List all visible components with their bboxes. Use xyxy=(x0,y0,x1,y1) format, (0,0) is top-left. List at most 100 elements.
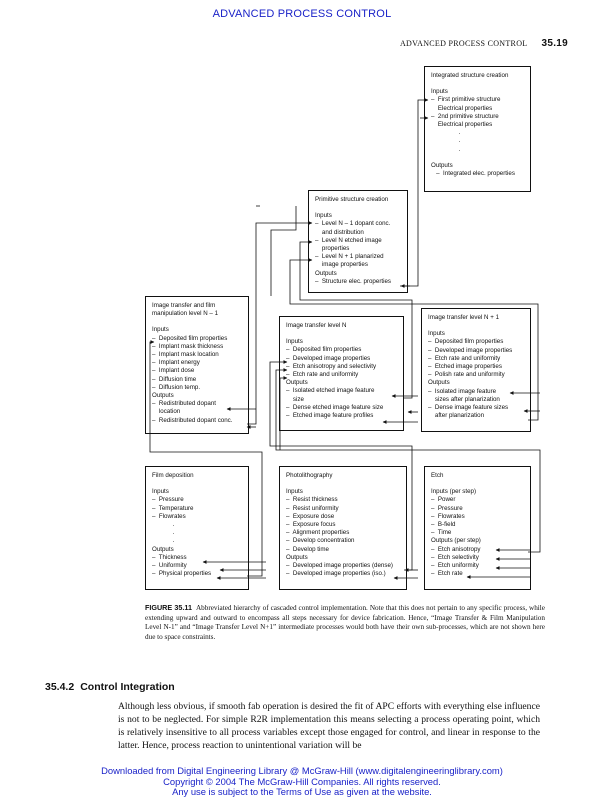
box-line: – Exposure dose xyxy=(286,512,335,520)
box-line: Outputs xyxy=(286,553,308,561)
box-line: Outputs xyxy=(286,379,308,387)
box-line: – Etch rate and uniformity xyxy=(428,354,501,362)
box-line: – Develop concentration xyxy=(286,537,355,545)
box-title: Film deposition xyxy=(152,472,194,479)
box-line: . xyxy=(431,137,461,145)
box-line: – Etched image properties xyxy=(428,363,502,371)
box-line: . xyxy=(152,521,175,529)
box-line: – Implant energy xyxy=(152,359,200,367)
box-image-transfer-film-n-1: Image transfer and film manipulation lev… xyxy=(145,296,249,434)
box-title: Image transfer level N xyxy=(286,322,347,329)
banner-title: ADVANCED PROCESS CONTROL xyxy=(212,8,392,20)
footer-line-copyright: Copyright © 2004 The McGraw-Hill Compani… xyxy=(163,775,441,787)
box-line: – Physical properties xyxy=(152,570,212,578)
box-line: Electrical properties xyxy=(431,104,493,112)
box-line: – Temperature xyxy=(152,504,194,512)
box-line: – Develop time xyxy=(286,545,329,553)
box-title: Photolithography xyxy=(286,472,333,479)
box-line: – Flowrates xyxy=(152,512,186,520)
box-line: Outputs xyxy=(431,161,453,169)
box-line: Inputs xyxy=(152,488,169,496)
box-line: – Etch rate and uniformity xyxy=(286,371,359,379)
box-line: – Diffusion temp. xyxy=(152,383,201,391)
box-line: Outputs xyxy=(428,379,450,387)
box-line: – Polish rate and uniformity xyxy=(428,371,505,379)
box-line: – Isolated etched image feature xyxy=(286,387,375,395)
box-line: . xyxy=(152,529,175,537)
footer-line-terms[interactable]: Any use is subject to the Terms of Use a… xyxy=(172,786,432,797)
box-line: – Isolated image feature xyxy=(428,387,497,395)
box-line: – Etch rate xyxy=(431,570,463,578)
box-line: – Exposure focus xyxy=(286,521,336,529)
body-paragraph: Although less obvious, if smooth fab ope… xyxy=(118,701,540,751)
box-line: – Implant dose xyxy=(152,367,195,375)
box-title: Image transfer level N + 1 xyxy=(428,314,500,321)
box-line: Inputs (per step) xyxy=(431,488,477,496)
box-line: Inputs xyxy=(152,326,169,334)
box-line: – Integrated elec. properties xyxy=(431,170,515,178)
box-line: and distribution xyxy=(315,228,364,236)
box-line: Outputs xyxy=(152,545,174,553)
box-line: Electrical properties xyxy=(431,121,493,129)
box-line: Inputs xyxy=(286,338,303,346)
section-heading: 35.4.2 Control Integration xyxy=(45,681,175,693)
box-line: – Level N – 1 dopant conc. xyxy=(315,220,391,228)
section-number: 35.4.2 xyxy=(45,681,75,693)
box-line: – B-field xyxy=(431,521,456,529)
box-line: – Dense etched image feature size xyxy=(286,403,384,411)
box-line: – Developed image properties xyxy=(428,346,513,354)
box-line: – Time xyxy=(431,529,452,537)
box-line: – First primitive structure xyxy=(431,96,501,104)
box-line: properties xyxy=(315,245,350,253)
box-line: – Structure elec. properties xyxy=(315,277,392,285)
box-title: Primitive structure creation xyxy=(315,196,389,203)
box-line: – Alignment properties xyxy=(286,529,350,537)
box-line: – Level N etched image xyxy=(315,236,382,244)
box-line: location xyxy=(152,408,181,416)
box-line: Inputs xyxy=(428,330,445,338)
page-number: 35.19 xyxy=(541,38,568,49)
figure-caption-text: Abbreviated hierarchy of cascaded contro… xyxy=(145,604,545,641)
box-line: Outputs xyxy=(315,269,337,277)
box-line: – 2nd primitive structure xyxy=(431,112,499,120)
box-title: Integrated structure creation xyxy=(431,72,509,79)
box-line: – Uniformity xyxy=(152,562,187,570)
box-line: size xyxy=(286,395,304,403)
box-line: – Redistributed dopant conc. xyxy=(152,416,233,424)
box-line: – Dense image feature sizes xyxy=(428,404,509,412)
box-line: – Flowrates xyxy=(431,512,465,520)
box-line: – Pressure xyxy=(152,496,184,504)
footer-line-download[interactable]: Downloaded from Digital Engineering Libr… xyxy=(101,765,503,776)
box-line: – Deposited film properties xyxy=(428,338,504,346)
box-line: – Level N + 1 planarized xyxy=(315,253,384,261)
box-line: – Developed image properties (dense) xyxy=(286,562,393,570)
box-line: . xyxy=(431,129,461,137)
box-line: – Pressure xyxy=(431,504,463,512)
box-line: – Etched image feature profiles xyxy=(286,412,374,420)
box-line: Inputs xyxy=(286,488,303,496)
box-title: Image transfer and film manipulation lev… xyxy=(152,302,219,318)
box-line: – Power xyxy=(431,496,456,504)
footer-notice: Downloaded from Digital Engineering Libr… xyxy=(0,765,604,798)
box-image-transfer-n-plus-1: Image transfer level N + 1 Inputs– Deposi… xyxy=(421,308,531,432)
box-line: – Etch uniformity xyxy=(431,562,479,570)
box-title: Etch xyxy=(431,472,444,479)
box-line: image properties xyxy=(315,261,368,269)
box-line: Outputs xyxy=(152,392,174,400)
box-line: – Developed image properties xyxy=(286,354,371,362)
box-line: – Etch selectivity xyxy=(431,553,479,561)
box-line: – Deposited film properties xyxy=(152,334,228,342)
section-title: Control Integration xyxy=(80,681,175,693)
box-line: Outputs (per step) xyxy=(431,537,481,545)
box-line: after planarization xyxy=(428,412,485,420)
box-line: – Thickness xyxy=(152,553,187,561)
box-line: – Developed image properties (iso.) xyxy=(286,570,386,578)
box-line: – Redistributed dopant xyxy=(152,400,216,408)
